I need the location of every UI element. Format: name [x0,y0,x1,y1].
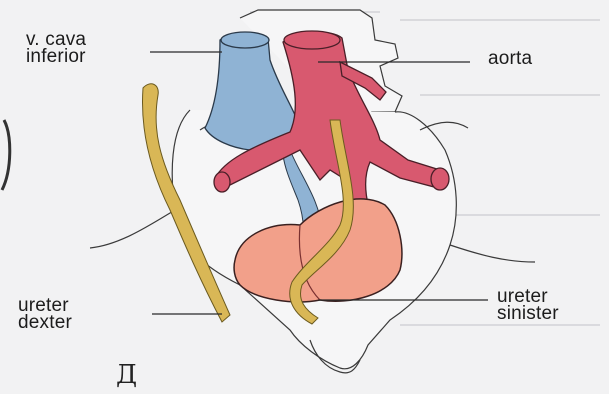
label-vena-cava: v. cava inferior [26,31,86,65]
label-ureter-dexter: ureter dexter [18,297,72,331]
label-ureter-sinister: ureter sinister [497,288,559,322]
label-aorta: aorta [488,50,532,67]
figure-letter: Д [116,360,137,390]
left-edge-curve [2,120,10,190]
